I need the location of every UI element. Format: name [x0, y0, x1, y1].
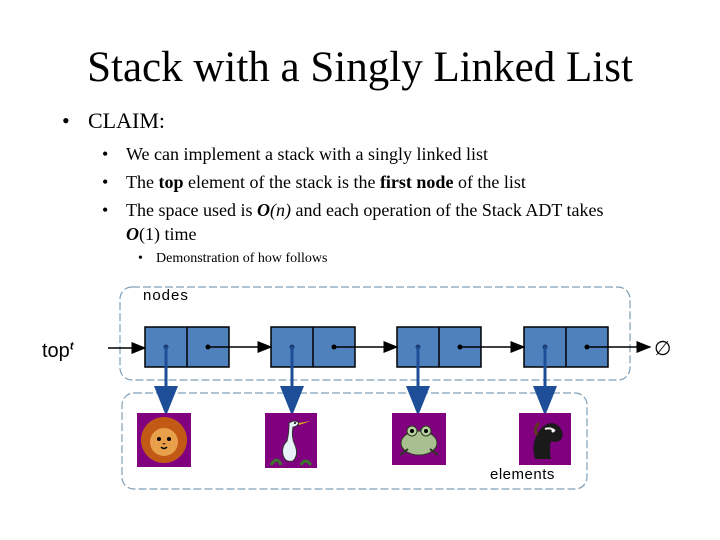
frog-icon — [392, 413, 446, 465]
bullet-dot: • — [102, 144, 109, 164]
bullet-2-text: of the list — [453, 172, 526, 192]
lion-icon — [137, 413, 191, 467]
sub-bullet-text: Demonstration of how follows — [156, 251, 328, 266]
bullet-2-text: The — [126, 172, 159, 192]
top-superscript: t — [69, 340, 74, 353]
elements-box — [121, 392, 588, 490]
top-text: top — [42, 340, 70, 362]
null-symbol: ∅ — [654, 336, 671, 360]
bullet-1-text: We can implement a stack with a singly l… — [126, 144, 488, 164]
slide-title: Stack with a Singly Linked List — [87, 44, 633, 91]
claim-bullet: • CLAIM: — [62, 108, 165, 134]
big-o-arg: (n) — [269, 200, 291, 220]
big-o: O — [126, 224, 139, 244]
bullet-3: • The space used is O(n) and each operati… — [102, 198, 604, 222]
heron-icon — [265, 413, 317, 468]
big-o-arg: (1) — [139, 224, 160, 244]
claim-text: CLAIM: — [88, 108, 165, 133]
bullet-1: • We can implement a stack with a singly … — [102, 142, 488, 166]
bullet-dot: • — [62, 108, 70, 133]
bullet-3-text: and each operation of the Stack ADT take… — [290, 200, 604, 220]
elements-label: elements — [490, 466, 555, 483]
big-o: O — [256, 200, 270, 220]
bullet-3-text: The space used is — [126, 200, 257, 220]
bullet-dot: • — [102, 172, 109, 192]
bullet-2-top: top — [158, 172, 184, 192]
nodes-box — [119, 286, 631, 381]
bullet-2-first-node: first node — [379, 172, 454, 192]
bullet-3-text: time — [160, 224, 197, 244]
bullet-dot: • — [102, 200, 109, 220]
sub-bullet: • Demonstration of how follows — [138, 250, 327, 268]
bullet-dot: • — [138, 251, 143, 266]
nodes-label: nodes — [143, 287, 189, 304]
horse-icon — [519, 413, 571, 465]
bullet-2-text: element of the stack is the — [183, 172, 380, 192]
bullet-3-continuation: O(1) time — [126, 222, 197, 246]
top-label: topt — [42, 340, 73, 363]
bullet-2: • The top element of the stack is the fir… — [102, 170, 526, 194]
